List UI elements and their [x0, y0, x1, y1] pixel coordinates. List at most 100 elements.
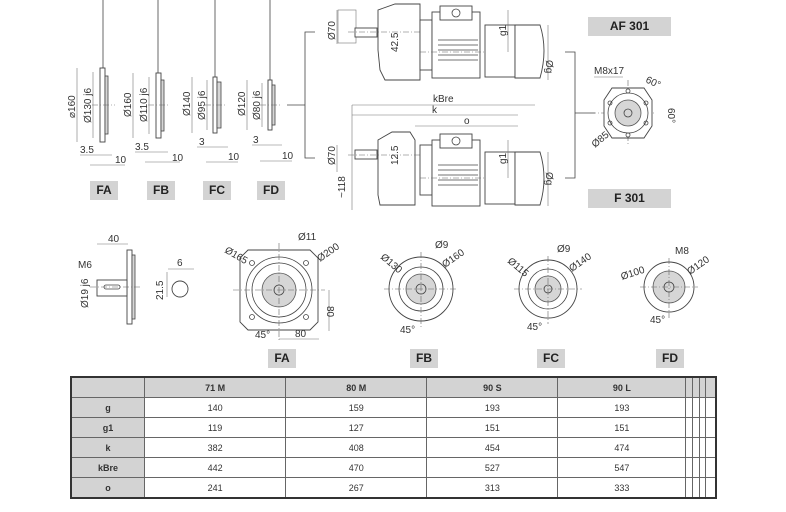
cell: [698, 437, 707, 458]
fb-angle: 45°: [400, 325, 415, 336]
label-af301: AF 301: [588, 17, 671, 36]
fa-thickness: 10: [115, 155, 127, 166]
flange-front-fa: Ø165 Ø11 Ø200 45° 80 80: [223, 232, 343, 341]
bottom-axis-height: ~118: [337, 176, 348, 198]
fd-outer-dia: Ø120: [237, 91, 248, 116]
fd-offset: 3: [253, 135, 259, 146]
cell: 454: [426, 437, 559, 458]
output-end-view: M8x17 60° 60° Ø85: [590, 66, 676, 150]
cell: [698, 457, 707, 478]
cell: [685, 397, 693, 418]
table-header-row: 71 M 80 M 90 S 90 L: [70, 376, 717, 398]
fa-front-outer: Ø200: [315, 241, 342, 264]
fd-thickness: 10: [282, 151, 294, 162]
table-row: g 140 159 193 193: [70, 397, 717, 418]
fa-outer-dia: ⌀160: [67, 95, 78, 118]
table-row: g1 119 127 151 151: [70, 417, 717, 438]
fd-pcd: Ø100: [620, 265, 647, 283]
label-fb-side: FB: [147, 181, 175, 200]
cell: 267: [285, 477, 428, 499]
flange-side-fa: ⌀160 Ø130 j6 3.5 10: [67, 0, 127, 166]
cell: [691, 397, 700, 418]
cell: [685, 477, 693, 499]
cell: 193: [426, 397, 559, 418]
cell: [691, 417, 700, 438]
cell: 442: [143, 457, 287, 478]
table-row: o 241 267 313 333: [70, 477, 717, 499]
cell: [698, 417, 707, 438]
cell: 151: [426, 417, 559, 438]
cell: 408: [285, 437, 428, 458]
end-angle-2: 60°: [665, 108, 676, 123]
fb-thickness: 10: [172, 153, 184, 164]
label-fc-side: FC: [203, 181, 231, 200]
cell: [705, 437, 717, 458]
flange-side-fb: Ø160 Ø110 j6 3.5 10: [123, 0, 184, 164]
end-angle-1: 60°: [644, 75, 662, 91]
fd-hole: M8: [675, 246, 689, 257]
label-fd-front: FD: [656, 349, 684, 368]
fd-spigot-dia: Ø80 j6: [252, 90, 263, 120]
cell: [705, 457, 717, 478]
fc-front-outer: Ø140: [567, 251, 594, 274]
flange-side-fd: Ø120 Ø80 j6 3 10: [237, 0, 294, 162]
fb-hole: Ø9: [435, 240, 449, 251]
top-g: Øg: [543, 60, 554, 73]
motor-top-view: Ø70 42.5 g1 Øg: [327, 3, 554, 81]
cell: 313: [426, 477, 559, 499]
fb-outer-dia: Ø160: [123, 92, 134, 117]
right-bracket: [565, 51, 576, 179]
fc-outer-dia: Ø140: [182, 91, 193, 116]
top-height: 42.5: [390, 32, 401, 52]
cell: [698, 397, 707, 418]
shaft-length: 40: [108, 234, 120, 245]
table-row: k 382 408 454 474: [70, 437, 717, 458]
cell: 547: [557, 457, 687, 478]
row-label: g: [70, 397, 145, 418]
label-f301: F 301: [588, 189, 671, 208]
fb-offset: 3.5: [135, 142, 149, 153]
fa-offset: 3.5: [80, 145, 94, 156]
key-width: 6: [177, 258, 183, 269]
header-cell: 71 M: [143, 376, 287, 398]
fc-hole: Ø9: [557, 244, 571, 255]
cell: [685, 437, 693, 458]
header-cell: 90 L: [557, 376, 687, 398]
row-label: k: [70, 437, 145, 458]
fa-angle: 45°: [255, 330, 270, 341]
cell: 151: [557, 417, 687, 438]
cell: [705, 417, 717, 438]
header-cell: [698, 376, 707, 398]
cell: [685, 417, 693, 438]
header-cell: 90 S: [426, 376, 559, 398]
bottom-height: 12.5: [390, 145, 401, 165]
cell: [685, 457, 693, 478]
fc-angle: 45°: [527, 322, 542, 333]
header-cell: [70, 376, 145, 398]
flange-front-fb: Ø130 Ø9 Ø160 45°: [378, 240, 467, 336]
cell: 474: [557, 437, 687, 458]
flange-front-fd: Ø100 M8 Ø120 45°: [620, 246, 713, 326]
cell: 127: [285, 417, 428, 438]
cell: 241: [143, 477, 287, 499]
bottom-shaft-dia: Ø70: [327, 146, 338, 165]
header-cell: [685, 376, 693, 398]
dimensions-table: 71 M 80 M 90 S 90 L g 140 159 193 193 g1…: [70, 376, 717, 499]
table-row: kBre 442 470 527 547: [70, 457, 717, 478]
label-fc-front: FC: [537, 349, 565, 368]
cell: 193: [557, 397, 687, 418]
row-label: kBre: [70, 457, 145, 478]
label-fd-side: FD: [257, 181, 285, 200]
fa-hole: Ø11: [298, 232, 317, 243]
cell: 382: [143, 437, 287, 458]
dim-o: o: [464, 116, 470, 127]
fb-spigot-dia: Ø110 j6: [139, 87, 150, 122]
dim-kbre: kBre: [433, 94, 454, 105]
cell: [705, 477, 717, 499]
cell: 333: [557, 477, 687, 499]
cell: [691, 457, 700, 478]
row-label: g1: [70, 417, 145, 438]
cell: [705, 397, 717, 418]
bottom-g1: g1: [498, 152, 509, 164]
shaft-diameter: Ø19 j6: [80, 278, 91, 308]
